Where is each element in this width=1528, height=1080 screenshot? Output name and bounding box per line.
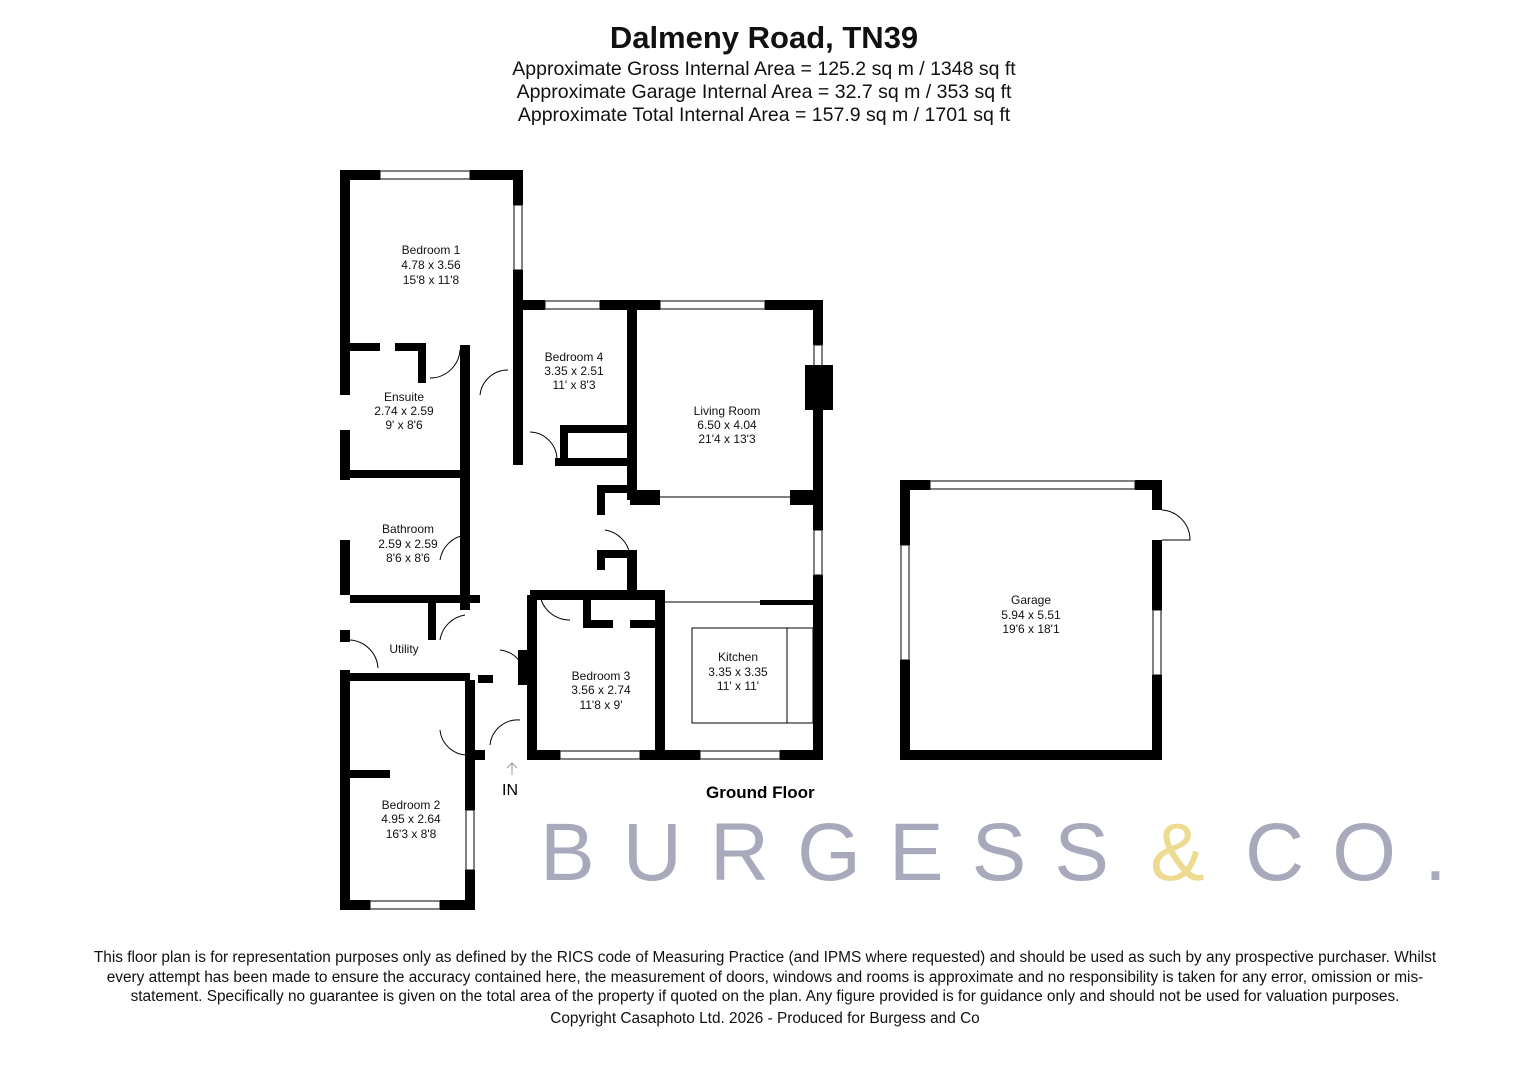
page-title: Dalmeny Road, TN39 xyxy=(609,20,919,55)
svg-text:11' x 11': 11' x 11' xyxy=(717,679,759,693)
svg-text:Kitchen: Kitchen xyxy=(718,650,758,664)
svg-text:3.56 x 2.74: 3.56 x 2.74 xyxy=(571,683,631,697)
svg-text:2.59 x 2.59: 2.59 x 2.59 xyxy=(378,537,438,551)
entrance-arrow-icon xyxy=(506,762,518,775)
room-living: Living Room 6.50 x 4.04 21'4 x 13'3 xyxy=(694,404,761,446)
room-bedroom-4: Bedroom 4 3.35 x 2.51 11' x 8'3 xyxy=(544,350,604,392)
floor-label: Ground Floor xyxy=(706,783,815,802)
room-bedroom-3: Bedroom 3 3.56 x 2.74 11'8 x 9' xyxy=(571,669,631,712)
svg-text:Garage: Garage xyxy=(1011,593,1051,607)
svg-text:11' x 8'3: 11' x 8'3 xyxy=(552,378,595,392)
room-bedroom-2: Bedroom 2 4.95 x 2.64 16'3 x 8'8 xyxy=(381,798,441,841)
svg-text:Ensuite: Ensuite xyxy=(384,390,424,404)
room-utility: Utility xyxy=(389,642,418,656)
room-bedroom-1: Bedroom 1 4.78 x 3.56 15'8 x 11'8 xyxy=(401,243,461,287)
watermark-amp: & xyxy=(1150,807,1233,898)
svg-text:3.35 x 3.35: 3.35 x 3.35 xyxy=(708,665,768,679)
garage-area: Approximate Garage Internal Area = 32.7 … xyxy=(516,81,1012,103)
gross-area: Approximate Gross Internal Area = 125.2 … xyxy=(512,58,1016,80)
svg-text:15'8 x 11'8: 15'8 x 11'8 xyxy=(403,273,460,287)
svg-text:21'4 x 13'3: 21'4 x 13'3 xyxy=(698,432,756,446)
svg-text:Bedroom 3: Bedroom 3 xyxy=(572,669,631,683)
svg-text:16'3 x 8'8: 16'3 x 8'8 xyxy=(386,827,437,841)
svg-text:3.35 x 2.51: 3.35 x 2.51 xyxy=(544,364,604,378)
svg-text:2.74 x 2.59: 2.74 x 2.59 xyxy=(374,404,434,418)
room-ensuite: Ensuite 2.74 x 2.59 9' x 8'6 xyxy=(374,390,434,432)
room-garage: Garage 5.94 x 5.51 19'6 x 18'1 xyxy=(1001,593,1061,636)
watermark-burgess: BURGESS xyxy=(540,807,1137,898)
door-swings xyxy=(349,349,631,756)
svg-text:4.95 x 2.64: 4.95 x 2.64 xyxy=(381,812,441,826)
watermark-co: CO. xyxy=(1245,807,1475,898)
svg-text:Bathroom: Bathroom xyxy=(382,522,434,536)
svg-text:4.78 x 3.56: 4.78 x 3.56 xyxy=(401,258,461,272)
room-bathroom: Bathroom 2.59 x 2.59 8'6 x 8'6 xyxy=(378,522,438,565)
entrance-label: IN xyxy=(502,782,518,799)
svg-text:Bedroom 4: Bedroom 4 xyxy=(545,350,604,364)
svg-text:Bedroom 1: Bedroom 1 xyxy=(402,243,461,257)
total-area: Approximate Total Internal Area = 157.9 … xyxy=(517,104,1011,126)
svg-text:9' x 8'6: 9' x 8'6 xyxy=(385,418,423,432)
copyright: Copyright Casaphoto Ltd. 2026 - Produced… xyxy=(550,1009,980,1027)
svg-text:Bedroom 2: Bedroom 2 xyxy=(382,798,441,812)
svg-text:Living Room: Living Room xyxy=(694,404,761,418)
watermark: BURGESS & CO. xyxy=(540,807,1475,898)
footer: This floor plan is for representation pu… xyxy=(90,948,1440,1028)
room-kitchen: Kitchen 3.35 x 3.35 11' x 11' xyxy=(708,650,768,693)
disclaimer: This floor plan is for representation pu… xyxy=(93,949,1437,1005)
walls xyxy=(340,170,1191,910)
svg-text:8'6 x 8'6: 8'6 x 8'6 xyxy=(386,551,430,565)
svg-text:5.94 x 5.51: 5.94 x 5.51 xyxy=(1001,608,1061,622)
svg-text:11'8 x 9': 11'8 x 9' xyxy=(579,698,622,712)
svg-text:6.50 x 4.04: 6.50 x 4.04 xyxy=(697,418,757,432)
svg-text:19'6 x 18'1: 19'6 x 18'1 xyxy=(1002,622,1060,636)
